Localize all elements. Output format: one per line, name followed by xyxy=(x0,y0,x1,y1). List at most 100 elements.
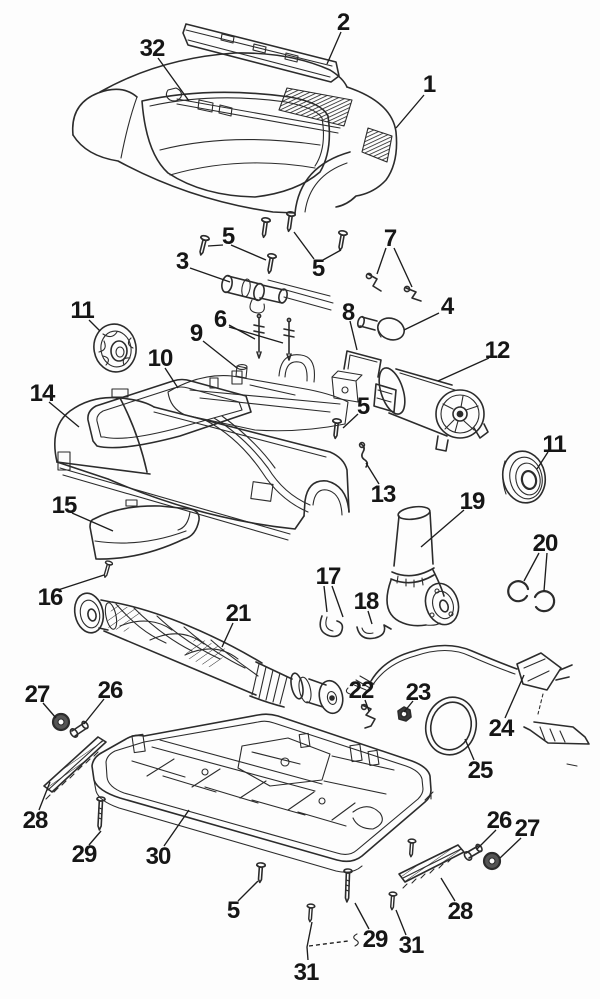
callout-leader xyxy=(376,247,387,275)
callout-leader xyxy=(38,781,51,811)
callout-number: 1 xyxy=(423,71,436,98)
callout-leader xyxy=(189,267,231,283)
bracket-part xyxy=(360,703,376,729)
callout-number: 27 xyxy=(515,815,540,842)
callout-number: 28 xyxy=(448,898,473,925)
callout-number: 12 xyxy=(485,337,510,364)
brush-strip-left-part xyxy=(43,736,107,800)
power-cord-part xyxy=(345,644,590,767)
callout-leader xyxy=(536,451,549,470)
callout-number: 6 xyxy=(214,306,227,333)
callout-number: 31 xyxy=(294,959,319,986)
callout-number: 7 xyxy=(384,225,397,252)
callout-number: 20 xyxy=(533,530,558,557)
cord-clamp-parts xyxy=(319,615,392,640)
callout-leader xyxy=(364,699,370,712)
callout-leader xyxy=(221,622,234,648)
callout-number: 32 xyxy=(140,35,165,62)
spring-pin-parts xyxy=(253,313,295,361)
callout-number: 11 xyxy=(542,431,566,458)
callout-leader xyxy=(202,340,238,369)
hood-part xyxy=(71,52,398,214)
callout-number: 5 xyxy=(357,393,370,420)
callout-number: 26 xyxy=(98,677,123,704)
elbow-part xyxy=(386,505,460,627)
callout-number: 9 xyxy=(190,320,203,347)
motor-part xyxy=(373,367,489,452)
callout-number: 11 xyxy=(70,297,94,324)
callout-leader xyxy=(349,320,358,351)
callout-number: 14 xyxy=(30,380,56,407)
callout-number: 28 xyxy=(23,807,48,834)
callout-leader xyxy=(163,809,190,847)
pulley-grommet-part xyxy=(501,450,547,504)
callout-leader xyxy=(393,247,413,288)
callout-number: 24 xyxy=(489,715,515,742)
callout-number: 5 xyxy=(312,255,325,282)
callout-leader xyxy=(440,877,456,902)
trim-strip-part xyxy=(182,23,340,83)
callout-leader xyxy=(365,462,380,485)
callout-leader xyxy=(57,574,105,591)
callout-number: 29 xyxy=(363,926,388,953)
callout-leader xyxy=(395,94,425,129)
callout-leader xyxy=(499,837,522,859)
fan-wheel-part xyxy=(93,323,137,373)
callout-leader xyxy=(88,319,101,332)
brush-strip-right-part xyxy=(398,844,465,889)
callout-leader xyxy=(323,585,328,613)
callout-leader xyxy=(476,829,497,850)
callout-leader xyxy=(237,880,259,902)
callout-leader xyxy=(420,509,465,548)
callout-number: 10 xyxy=(148,345,173,372)
callout-leader xyxy=(403,312,440,331)
callout-leader xyxy=(71,512,114,532)
wheel-right-part xyxy=(482,851,502,871)
brush-roll-part xyxy=(73,592,344,715)
callout-number: 31 xyxy=(399,932,424,959)
clip-parts xyxy=(365,272,422,302)
callout-number: 17 xyxy=(316,563,341,590)
callout-leader xyxy=(326,31,342,65)
callout-leader xyxy=(523,552,540,582)
callout-number: 5 xyxy=(222,223,235,250)
callout-leader xyxy=(230,244,267,261)
callout-number: 3 xyxy=(176,248,189,275)
callout-leader xyxy=(464,738,475,761)
carriage-structure xyxy=(167,354,363,432)
bulb-part xyxy=(356,315,405,341)
axle-pin-left-part xyxy=(69,720,89,738)
callout-leader xyxy=(504,674,525,719)
axle-pin-right-part xyxy=(463,843,483,861)
callout-leader xyxy=(322,249,342,261)
callout-leader xyxy=(228,326,284,344)
callout-leader xyxy=(228,324,256,340)
callout-leader xyxy=(207,244,224,247)
callout-leader xyxy=(354,902,370,930)
callout-leader xyxy=(157,57,190,102)
callout-leader xyxy=(403,700,414,713)
callout-leader xyxy=(42,702,57,719)
base-plate-part xyxy=(91,713,434,873)
callout-leader xyxy=(48,401,80,428)
callout-number: 21 xyxy=(226,600,251,627)
callout-number: 30 xyxy=(146,843,171,870)
retainer-rings-part xyxy=(507,580,556,613)
callout-leader xyxy=(367,610,373,625)
callout-number: 18 xyxy=(354,588,379,615)
callout-number: 5 xyxy=(227,897,240,924)
callout-leader xyxy=(164,367,179,389)
callout-number: 27 xyxy=(25,681,50,708)
callout-number: 25 xyxy=(468,757,493,784)
callout-number: 8 xyxy=(342,299,355,326)
callout-leader xyxy=(395,909,407,936)
callout-leader xyxy=(308,940,349,947)
belt-cover-part xyxy=(89,499,200,560)
nut-part xyxy=(397,706,412,722)
callout-leader xyxy=(293,231,315,260)
callout-leader xyxy=(331,585,344,618)
callout-number: 4 xyxy=(441,293,455,320)
